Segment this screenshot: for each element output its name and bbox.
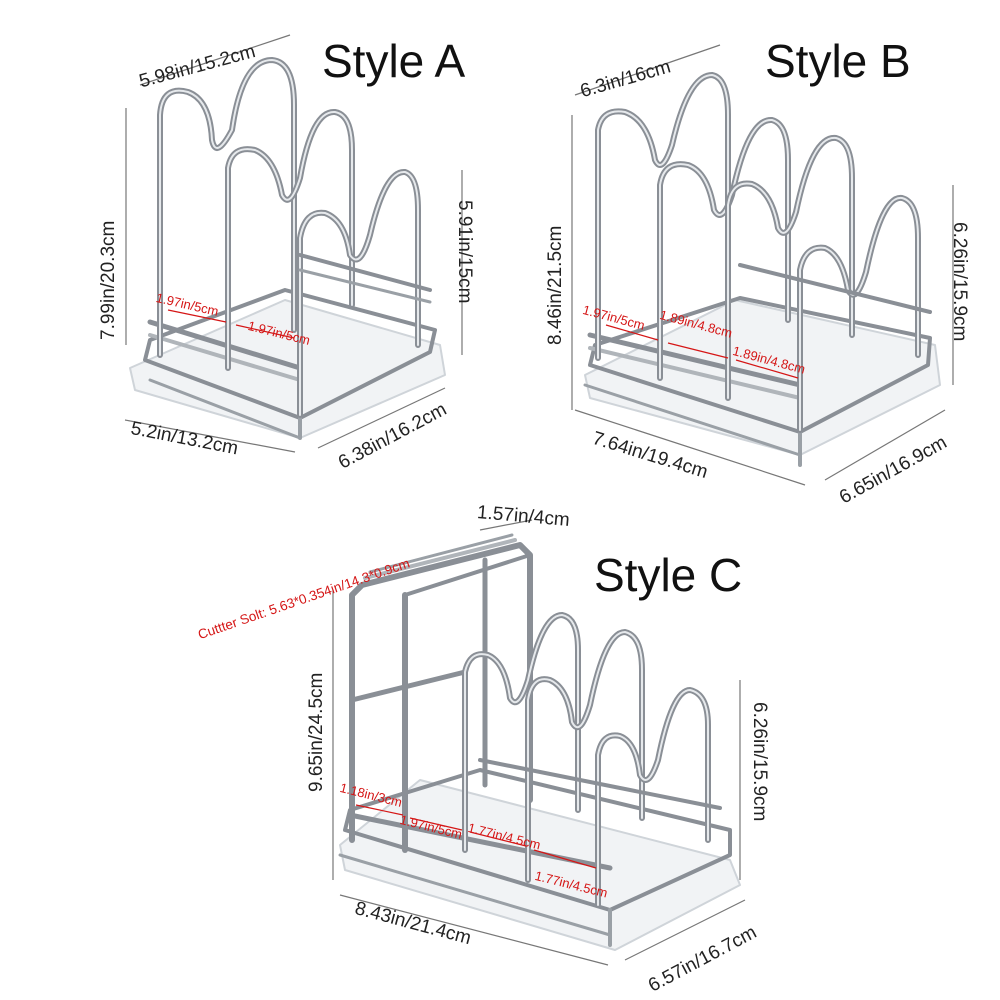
front-bar-b [587,332,803,388]
style-c-title: Style C [594,549,743,601]
dimension-lines [124,34,954,966]
style-b-title: Style B [765,35,911,87]
style-a-title: Style A [322,35,466,87]
style-c-height: 9.65in/24.5cm [306,672,327,792]
style-a-height: 7.99in/20.3cm [98,220,119,340]
tray-c [339,779,741,951]
style-c-front-height: 6.26in/15.9cm [749,702,770,822]
gap-arrows [167,309,799,869]
style-b-front-height: 6.26in/15.9cm [949,222,970,342]
style-b-height: 8.46in/21.5cm [545,225,566,345]
style-a-front-height: 5.91in/15cm [454,200,475,304]
rack-style-c [338,533,741,951]
rack-style-b [583,72,941,467]
rack-style-a [129,57,446,440]
